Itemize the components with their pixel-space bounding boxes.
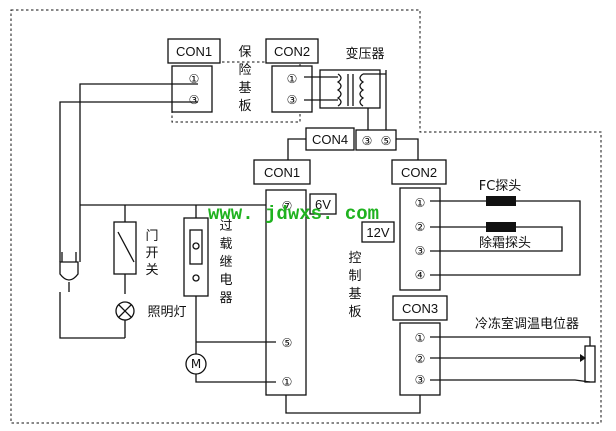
wire-lamp-return [59,292,125,339]
wire-motor-to-con1-1 [195,374,276,383]
door-switch-body [113,221,137,275]
overload-relay-char-1: 过 [219,219,232,234]
wire-pot-top [430,336,591,346]
protection-con1-pin-1: ① [189,72,200,86]
control-con2-label: CON2 [401,165,437,180]
wire-con4-to-control-con1 [287,138,306,160]
transformer-secondary-coil [359,73,365,107]
control-con1-label: CON1 [264,165,300,180]
defrost-probe-sensor [486,222,516,232]
wire-pot-bottom [430,379,591,383]
protection-con2-pinblock [271,65,313,113]
voltage-6v-badge [309,193,337,215]
control-board-char-3: 基 [348,287,361,302]
control-con2-pin-2: ② [415,220,426,234]
door-switch-char-2: 开 [145,246,158,261]
protection-con2-label: CON2 [274,44,310,59]
control-con3-pin-2: ② [415,352,426,366]
control-con2-pin-3: ③ [415,244,426,258]
protection-board-char-4: 板 [238,99,251,114]
protection-con1-header [167,38,221,64]
voltage-6v-label: 6V [315,197,331,212]
control-con2-pinblock [399,187,441,291]
lamp-label: 照明灯 [147,305,186,320]
fc-probe-label: FC探头 [479,179,522,194]
transformer-label: 变压器 [345,46,384,62]
control-con3-pinblock [399,322,441,396]
mains-plug-icon [59,252,79,281]
overload-relay-char-4: 电 [219,273,232,288]
wire-con1-to-con3-bottom [285,395,421,414]
wire-mains-top [59,101,198,262]
control-board-char-2: 制 [348,269,361,284]
control-con3-pin-3: ③ [415,373,426,387]
con4-pin-3: ③ [362,134,373,148]
potentiometer-label: 冷冻室调温电位器 [475,316,579,332]
protection-con2-pin-3: ③ [287,93,298,107]
protection-board-char-1: 保 [238,45,251,60]
control-con1-pin-1: ① [282,375,293,389]
protection-con2-pin-1: ① [287,72,298,86]
protection-board-char-2: 险 [238,63,251,78]
control-con1-pin-5: ⑤ [282,336,293,350]
control-con1-pin-7: ⑦ [282,199,293,213]
control-con1-pinblock [265,189,307,396]
control-con2-pin-1: ① [415,196,426,210]
protection-con1-pinblock [171,65,213,113]
control-con3-pin-1: ① [415,331,426,345]
defrost-probe-label: 除霜探头 [479,236,531,251]
con4-pin-5: ⑤ [381,134,392,148]
potentiometer-wiper-arrow [580,354,586,362]
transformer-body [319,69,381,109]
wire-defrost-probe-return [430,226,563,252]
protection-con1-label: CON1 [176,44,212,59]
control-con2-pin-4: ④ [415,268,426,282]
overload-relay-char-2: 载 [219,237,232,252]
protection-board-enclosure [10,9,602,424]
control-con2-header [391,159,447,185]
wire-con4-to-control-con2 [396,138,419,160]
door-switch-char-3: 关 [145,263,158,278]
overload-relay-char-3: 继 [219,255,232,270]
voltage-12v-badge [361,221,395,243]
potentiometer-body [584,345,596,383]
wire-mains-con1-1 [79,83,198,262]
wire-fc-probe-return [430,200,581,276]
door-switch-char-1: 门 [145,229,158,244]
control-con3-header [392,295,448,321]
control-board-char-4: 板 [348,305,361,320]
control-board-char-1: 控 [348,251,361,266]
motor-label: M [191,357,201,371]
fc-probe-sensor [486,196,516,206]
door-switch-blade [117,231,135,263]
voltage-12v-label: 12V [366,225,389,240]
transformer-primary-coil [336,73,342,107]
protection-board-char-3: 基 [238,81,251,96]
control-con1-header [253,159,311,185]
con4-pinblock [355,129,397,151]
watermark-text: www. jdwxs. com [208,203,379,225]
control-con3-label: CON3 [402,301,438,316]
protection-con1-pin-3: ③ [189,93,200,107]
protection-con2-header [265,38,319,64]
con4-label: CON4 [312,132,348,147]
overload-relay-char-5: 器 [219,291,232,306]
